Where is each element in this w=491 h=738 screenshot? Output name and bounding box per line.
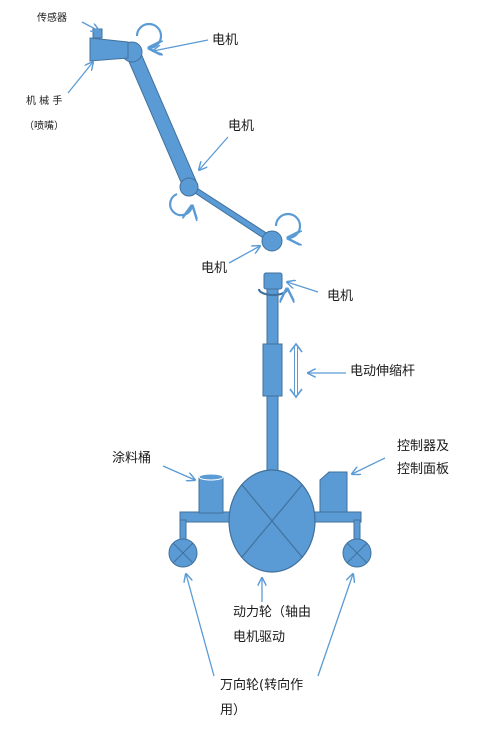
label-drive-wheel-line2: 电机驱动	[233, 630, 286, 645]
rotation-arrow-mast-top-icon	[274, 212, 300, 238]
callout-arrow-motor-elbow	[228, 246, 260, 264]
label-motor-top: 电机	[212, 33, 239, 48]
callout-arrow-motor-top	[153, 39, 209, 51]
label-nozzle: （喷嘴）	[24, 121, 64, 132]
mast-lower	[266, 394, 279, 476]
label-motor-mid: 电机	[228, 119, 255, 134]
right-caster-cross-2	[346, 542, 368, 564]
rotation-arrow-elbow-icon	[169, 192, 192, 215]
callout-arrow-manipulator	[67, 62, 93, 94]
elbow-joint	[179, 177, 199, 197]
label-paint-bucket: 涂料桶	[112, 451, 152, 466]
telescopic-rod-body	[262, 343, 283, 397]
left-caster-cross-2	[172, 542, 194, 564]
mast-top-joint	[261, 230, 283, 252]
label-caster-line2: 用）	[220, 703, 247, 718]
callout-arrow-motor-mid	[199, 136, 229, 170]
label-motor-base: 电机	[327, 289, 354, 304]
callout-arrow-paint-bucket	[162, 465, 195, 480]
label-sensor: 传感器	[37, 13, 67, 24]
label-motor-elbow: 电机	[201, 261, 228, 276]
callout-arrow-motor-base	[287, 282, 319, 293]
right-caster-strut	[353, 519, 361, 541]
label-drive-wheel-line1: 动力轮（轴由	[233, 605, 312, 620]
label-manipulator: 机 械 手	[26, 96, 63, 107]
telescoping-arrow-bottom-icon	[289, 388, 303, 399]
telescoping-arrow-top-icon	[289, 342, 303, 353]
label-controller-line2: 控制面板	[397, 462, 450, 477]
base-motor-housing	[263, 272, 283, 290]
drive-wheel-cross-2	[241, 484, 303, 558]
label-caster-line1: 万向轮(转向作	[220, 678, 304, 693]
manipulator-nozzle	[89, 37, 129, 62]
upper-arm-segment	[126, 48, 197, 190]
paint-bucket-lid	[198, 473, 224, 481]
callout-arrow-sensor	[81, 21, 99, 31]
callout-arrow-caster-left	[186, 574, 215, 677]
controller-box	[319, 471, 348, 513]
label-actuator: 电动伸缩杆	[350, 364, 416, 379]
label-controller-line1: 控制器及	[397, 439, 450, 454]
callout-arrow-caster-right	[317, 574, 353, 677]
rotation-arrow-base-icon	[257, 289, 287, 295]
paint-bucket	[198, 476, 224, 514]
callout-arrow-controller	[352, 457, 386, 474]
left-caster-strut	[179, 519, 187, 541]
rotation-arrow-shoulder-icon	[135, 22, 161, 48]
